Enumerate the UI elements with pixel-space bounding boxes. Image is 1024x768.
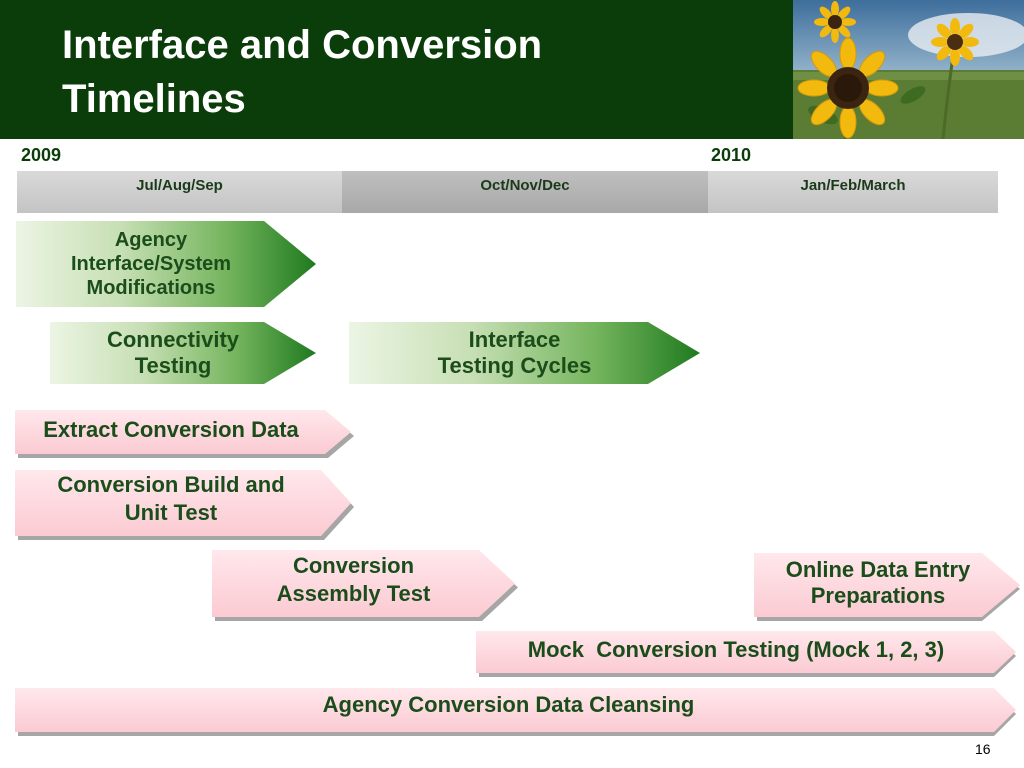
task-text-line: Mock Conversion Testing (Mock 1, 2, 3) <box>527 637 945 662</box>
task-conversion-build-unit-test: Conversion Build and Unit Test <box>15 470 351 536</box>
task-text-line: Testing <box>134 353 212 378</box>
task-text-line: Online Data Entry <box>785 557 971 582</box>
task-text-line: Testing Cycles <box>437 353 592 378</box>
task-extract-conversion-data: Extract Conversion Data <box>15 410 351 454</box>
task-text-line: Modifications <box>86 277 216 299</box>
slide-title: Interface and Conversion Timelines <box>62 18 762 126</box>
task-agency-conversion-data-cleansing: Agency Conversion Data Cleansing <box>15 688 1016 732</box>
title-line-2: Timelines <box>62 77 246 121</box>
task-connectivity-testing: Connectivity Testing <box>50 322 316 384</box>
task-bar: Agency Conversion Data Cleansing <box>15 688 1016 732</box>
task-text-line: Connectivity <box>106 327 240 352</box>
task-text-line: Extract Conversion Data <box>43 417 299 442</box>
task-conversion-assembly-test: Conversion Assembly Test <box>212 550 515 617</box>
slide-header: Interface and Conversion Timelines <box>0 0 1024 139</box>
page-number: 16 <box>975 741 991 757</box>
year-2010-label: 2010 <box>711 145 752 165</box>
task-bar: Mock Conversion Testing (Mock 1, 2, 3) <box>476 631 1016 673</box>
task-text-line: Conversion Build and <box>57 472 285 497</box>
task-online-data-entry-preparations: Online Data Entry Preparations <box>754 553 1020 617</box>
task-text-line: Assembly Test <box>276 580 431 606</box>
task-text-line: Unit Test <box>124 500 218 525</box>
task-mock-conversion-testing: Mock Conversion Testing (Mock 1, 2, 3) <box>476 631 1016 673</box>
task-text-line: Agency <box>114 229 188 251</box>
quarter-q3-2009: Jul/Aug/Sep <box>17 171 342 213</box>
task-interface-testing-cycles: Interface Testing Cycles <box>349 322 700 384</box>
task-text-line: Preparations <box>810 583 946 608</box>
task-text-line: Agency Conversion Data Cleansing <box>322 692 695 717</box>
task-bar: Conversion Build and Unit Test <box>15 470 351 536</box>
quarter-q1-2010: Jan/Feb/March <box>708 171 998 213</box>
task-bar: Conversion Assembly Test <box>212 550 515 617</box>
task-agency-interface-modifications: Agency Interface/System Modifications <box>16 221 316 307</box>
task-text-line: Interface <box>468 327 561 352</box>
task-bar: Online Data Entry Preparations <box>754 553 1020 617</box>
task-text-line: Interface/System <box>70 253 232 275</box>
title-line-1: Interface and Conversion <box>62 23 543 67</box>
task-text-line: Conversion <box>292 552 415 578</box>
quarter-q4-2009: Oct/Nov/Dec <box>342 171 708 213</box>
year-2009-label: 2009 <box>21 145 62 165</box>
sunflower-photo-icon <box>793 0 1024 139</box>
task-bar: Extract Conversion Data <box>15 410 351 454</box>
